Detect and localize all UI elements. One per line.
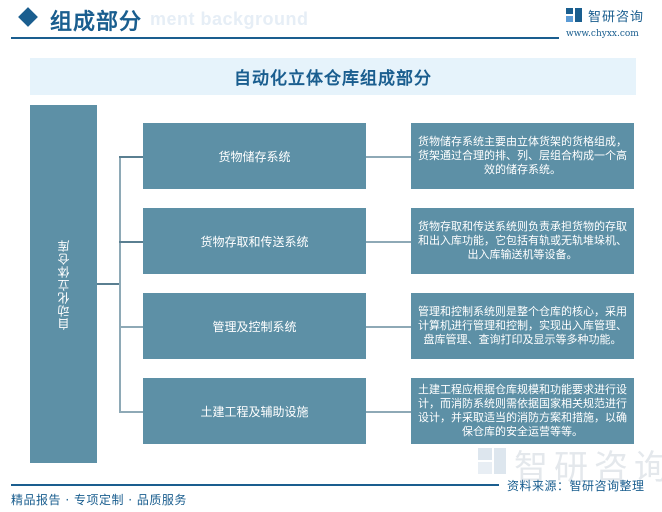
component-description-2: 货物存取和传送系统则负责承担货物的存取和出入库功能，它包括有轨或无轨堆垛机、出入… bbox=[411, 208, 634, 274]
component-description: 管理和控制系统则是整个仓库的核心，采用计算机进行管理和控制，实现出入库管理、盘库… bbox=[418, 305, 627, 346]
component-name: 管理及控制系统 bbox=[212, 319, 297, 334]
component-node-1: 货物储存系统 bbox=[143, 123, 366, 189]
watermark-logo-icon-part bbox=[494, 448, 506, 474]
component-description-1: 货物储存系统主要由立体货架的货格组成，货架通过合理的排、列、层组合构成一个高效的… bbox=[411, 123, 634, 189]
watermark-logo-icon-part bbox=[478, 462, 492, 474]
connector-branch-1 bbox=[119, 156, 143, 158]
connector-desc-3 bbox=[366, 326, 411, 328]
connector-desc-1 bbox=[366, 156, 411, 158]
brand-url: www.chyxx.com bbox=[566, 29, 639, 39]
root-node-label: 自动化立体仓库 bbox=[57, 238, 71, 330]
connector-desc-2 bbox=[366, 241, 411, 243]
component-description: 土建工程应根据仓库规模和功能要求进行设计，而消防系统则需依据国家相关规范进行设计… bbox=[418, 383, 627, 438]
watermark-logo-icon bbox=[478, 448, 492, 460]
component-name: 货物储存系统 bbox=[218, 149, 291, 164]
component-description: 货物存取和传送系统则负责承担货物的存取和出入库功能，它包括有轨或无轨堆垛机、出入… bbox=[418, 220, 627, 261]
page-title: 组成部分 bbox=[50, 9, 143, 35]
brand-logo-icon bbox=[566, 8, 582, 22]
footer-tagline: 精品报告 · 专项定制 · 品质服务 bbox=[11, 493, 187, 507]
connector-branch-3 bbox=[119, 326, 143, 328]
component-description: 货物储存系统主要由立体货架的货格组成，货架通过合理的排、列、层组合构成一个高效的… bbox=[418, 135, 627, 176]
connector-branch-2 bbox=[119, 241, 143, 243]
component-name: 土建工程及辅助设施 bbox=[200, 404, 309, 419]
brand-name: 智研咨询 bbox=[588, 10, 645, 25]
header-divider bbox=[11, 37, 559, 39]
connector-trunk bbox=[119, 156, 121, 412]
source-note: 资料来源：智研咨询整理 bbox=[507, 479, 645, 493]
component-name: 货物存取和传送系统 bbox=[200, 234, 309, 249]
component-description-4: 土建工程应根据仓库规模和功能要求进行设计，而消防系统则需依据国家相关规范进行设计… bbox=[411, 378, 634, 444]
component-node-4: 土建工程及辅助设施 bbox=[143, 378, 366, 444]
header-watermark-text: ment background bbox=[150, 9, 309, 29]
connector-desc-4 bbox=[366, 411, 411, 413]
component-node-3: 管理及控制系统 bbox=[143, 293, 366, 359]
connector-root bbox=[97, 283, 120, 285]
connector-branch-4 bbox=[119, 411, 143, 413]
root-node: 自动化立体仓库 bbox=[30, 105, 97, 463]
diagram-title-banner: 自动化立体仓库组成部分 bbox=[30, 58, 636, 95]
diagram-title: 自动化立体仓库组成部分 bbox=[234, 69, 432, 89]
diamond-bullet-icon bbox=[18, 7, 38, 27]
footer-divider bbox=[11, 484, 499, 486]
component-description-3: 管理和控制系统则是整个仓库的核心，采用计算机进行管理和控制，实现出入库管理、盘库… bbox=[411, 293, 634, 359]
component-node-2: 货物存取和传送系统 bbox=[143, 208, 366, 274]
